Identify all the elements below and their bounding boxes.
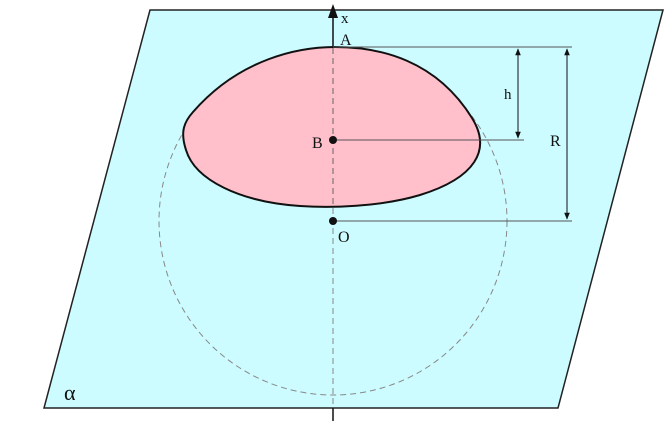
point-b-label: B	[312, 135, 323, 152]
point-o-dot	[329, 217, 337, 225]
point-o-label: O	[338, 229, 350, 246]
axis-arrowhead	[328, 4, 338, 18]
point-a-label: A	[340, 32, 352, 49]
plane-alpha-label: α	[64, 380, 76, 405]
axis-x-label: x	[341, 11, 349, 27]
dimension-r-label: R	[550, 133, 561, 150]
dimension-h-label: h	[504, 87, 512, 103]
point-b-dot	[329, 136, 337, 144]
